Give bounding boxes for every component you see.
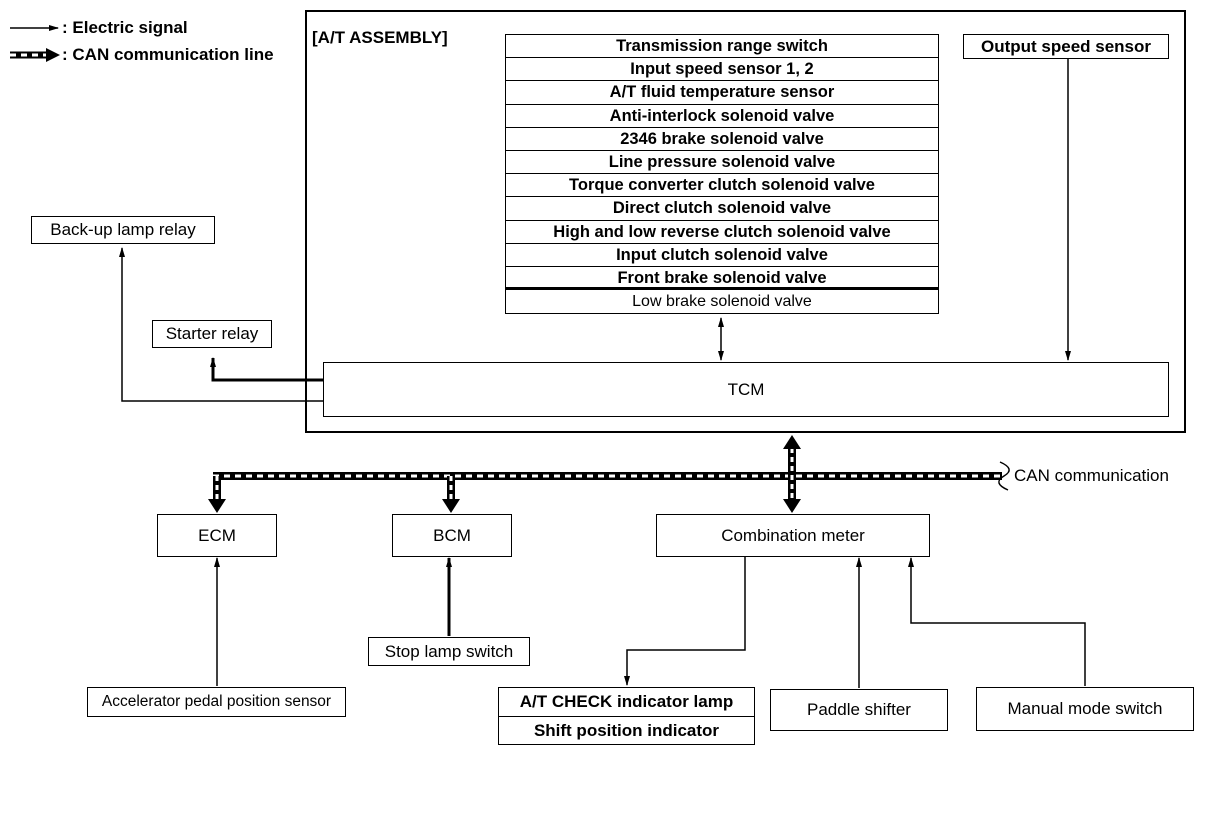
legend-electric-label: : Electric signal — [62, 18, 188, 37]
stop-lamp-switch-box: Stop lamp switch — [368, 637, 530, 666]
can-tcm-meter-link — [783, 435, 801, 513]
shift-position-indicator: Shift position indicator — [499, 715, 754, 745]
bcm-box: BCM — [392, 514, 512, 557]
indicator-wire — [624, 557, 746, 686]
can-drop-ecm — [208, 476, 226, 513]
backup-relay-wire — [119, 247, 323, 402]
at-assembly-frame — [305, 10, 1186, 433]
component-item: 2346 brake solenoid valve — [506, 128, 938, 151]
assembly-title: [A/T ASSEMBLY] — [312, 28, 448, 47]
component-item: A/T fluid temperature sensor — [506, 81, 938, 105]
accelerator-sensor-box: Accelerator pedal position sensor — [87, 687, 346, 717]
can-bus — [213, 461, 1010, 491]
component-item: Direct clutch solenoid valve — [506, 197, 938, 221]
manual-mode-switch-box: Manual mode switch — [976, 687, 1194, 731]
combination-meter-box: Combination meter — [656, 514, 930, 557]
legend-can-label: : CAN communication line — [62, 45, 274, 64]
starter-relay-box: Starter relay — [152, 320, 272, 348]
paddle-shifter-box: Paddle shifter — [770, 689, 948, 731]
backup-lamp-relay-box: Back-up lamp relay — [31, 216, 215, 244]
ecm-box: ECM — [157, 514, 277, 557]
assembly-component-list: Transmission range switch Input speed se… — [505, 34, 939, 315]
component-item: Low brake solenoid valve — [632, 293, 812, 311]
component-item: Torque converter clutch solenoid valve — [506, 174, 938, 198]
output-speed-sensor-box: Output speed sensor — [963, 34, 1169, 59]
indicator-stack: A/T CHECK indicator lamp Shift position … — [498, 687, 755, 745]
at-check-indicator-lamp: A/T CHECK indicator lamp — [519, 692, 734, 711]
component-item: Transmission range switch — [506, 35, 938, 59]
component-item: Anti-interlock solenoid valve — [506, 105, 938, 128]
starter-relay-wire — [210, 357, 323, 382]
component-item: Front brake solenoid valve — [506, 267, 938, 291]
can-drop-bcm — [442, 476, 460, 513]
manual-mode-wire — [908, 557, 1086, 686]
component-item: Line pressure solenoid valve — [506, 151, 938, 175]
component-item: Input speed sensor 1, 2 — [506, 58, 938, 82]
component-item: High and low reverse clutch solenoid val… — [506, 221, 938, 244]
can-communication-label: CAN communication — [1014, 466, 1169, 485]
component-item: Input clutch solenoid valve — [506, 244, 938, 267]
tcm-box: TCM — [323, 362, 1169, 417]
legend-can-arrow — [10, 48, 60, 62]
